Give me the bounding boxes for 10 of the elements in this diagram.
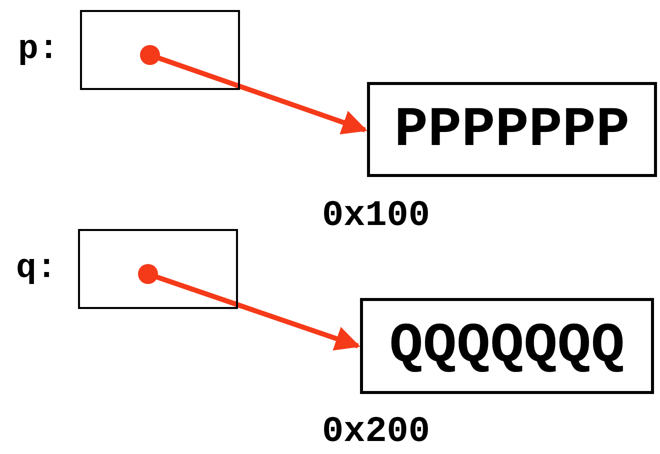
memory-box bbox=[360, 298, 654, 394]
address-label: 0x200 bbox=[322, 414, 430, 450]
memory-contents: PPPPPPP bbox=[394, 102, 630, 158]
address-label: 0x100 bbox=[322, 198, 430, 234]
variable-name: p: bbox=[18, 33, 60, 67]
pointer-arrow bbox=[138, 264, 360, 351]
memory-box bbox=[367, 82, 657, 177]
variable-name: q: bbox=[16, 252, 58, 286]
memory-contents: QQQQQQQ bbox=[389, 318, 625, 374]
pointer-arrow bbox=[140, 45, 368, 134]
